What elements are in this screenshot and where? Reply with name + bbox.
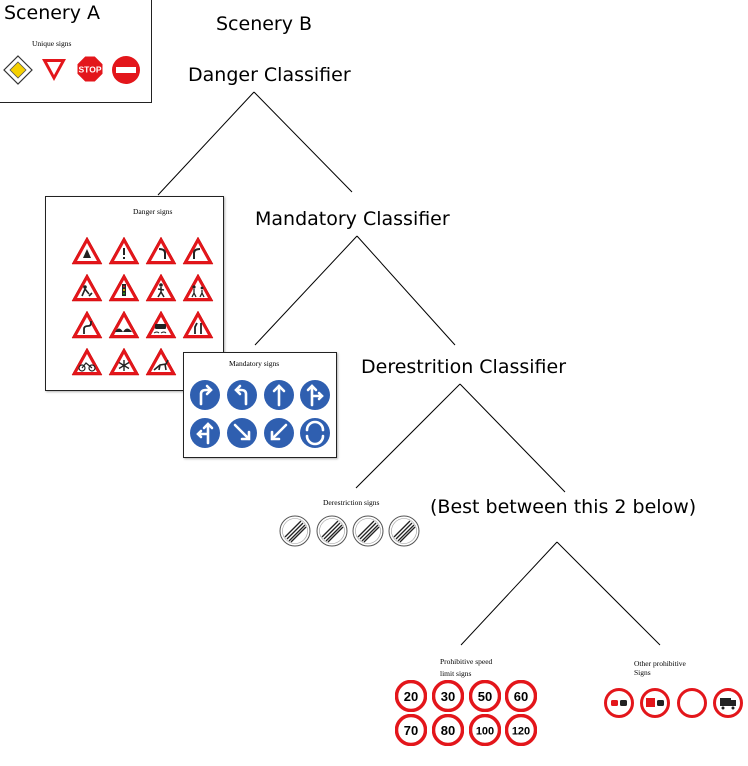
edge-danger-left [157, 91, 255, 196]
derestriction-classifier-label: Derestrition Classifier [361, 356, 567, 378]
danger-signs-grid [71, 236, 214, 376]
edge-derestriction-right [459, 383, 566, 493]
keep-left-icon [270, 423, 288, 441]
no-overtaking-icon [604, 688, 634, 718]
mandatory-classifier-label: Mandatory Classifier [255, 208, 450, 230]
snow-ice-icon [108, 347, 140, 376]
traffic-lights-icon [108, 273, 140, 302]
edge-derestriction-left [355, 383, 461, 489]
wild-animals-icon [145, 347, 177, 376]
stop-text: STOP [79, 65, 102, 75]
svg-text:60: 60 [514, 689, 528, 704]
ahead-only-icon [272, 384, 286, 407]
curve-left-icon [145, 236, 177, 265]
mandatory-signs-caption: Mandatory signs [229, 359, 280, 368]
general-danger-icon [108, 236, 140, 265]
svg-text:20: 20 [404, 689, 418, 704]
edge-best-right [556, 541, 661, 646]
edge-danger-right [253, 91, 353, 193]
speed-30-icon: 30 [432, 680, 464, 712]
end-of-restriction-icon-4 [388, 515, 420, 547]
svg-text:70: 70 [404, 723, 418, 738]
svg-text:120: 120 [512, 726, 530, 738]
yield-icon [42, 59, 66, 81]
danger-classifier-label: Danger Classifier [188, 64, 351, 86]
derestriction-signs-row [279, 515, 420, 547]
speed-70-icon: 70 [395, 714, 427, 746]
no-overtaking-trucks-icon [640, 688, 670, 718]
scenery-a-title: Scenery A [4, 2, 101, 24]
best-between-label: (Best between this 2 below) [430, 496, 697, 518]
speed-limit-caption-line1: Prohibitive speed [440, 657, 493, 666]
mandatory-signs-panel: Mandatory signs [183, 352, 337, 458]
edge-best-left [460, 541, 558, 646]
turn-left-icon [234, 384, 248, 406]
double-curve-icon [71, 310, 103, 339]
mandatory-signs-grid [190, 380, 330, 448]
speed-60-icon: 60 [505, 680, 537, 712]
danger-signs-caption: Danger signs [133, 207, 173, 216]
keep-right-icon [233, 423, 251, 441]
no-vehicles-icon [677, 688, 707, 718]
curve-right-icon [182, 236, 214, 265]
speed-20-icon: 20 [395, 680, 427, 712]
road-narrows-icon [182, 310, 214, 339]
svg-text:80: 80 [441, 723, 455, 738]
end-of-restriction-icon-2 [316, 515, 348, 547]
edge-mandatory-left [254, 235, 358, 346]
svg-text:100: 100 [476, 726, 494, 738]
scenery-a-panel: Scenery A Unique signs STOP [0, 0, 152, 103]
speed-limit-signs-grid: 20 30 50 60 70 80 100 120 [395, 680, 540, 746]
other-prohibitive-caption-line2: Signs [634, 668, 651, 677]
road-works-icon [71, 273, 103, 302]
bumpy-road-icon [108, 310, 140, 339]
end-of-restriction-icon-1 [279, 515, 311, 547]
svg-text:50: 50 [478, 689, 492, 704]
no-trucks-icon [713, 688, 743, 718]
end-of-restriction-icon-3 [352, 515, 384, 547]
turn-right-icon [199, 384, 213, 406]
stop-sign-icon: STOP [76, 55, 104, 83]
cyclists-icon [71, 347, 103, 376]
speed-120-icon: 120 [505, 714, 537, 746]
ahead-or-right-icon [306, 384, 324, 407]
falling-rocks-icon [71, 236, 103, 265]
priority-road-icon [3, 55, 33, 85]
slippery-road-icon [145, 310, 177, 339]
children-icon [182, 273, 214, 302]
roundabout-icon [305, 420, 325, 446]
speed-50-icon: 50 [469, 680, 501, 712]
no-entry-icon [112, 56, 140, 84]
speed-80-icon: 80 [432, 714, 464, 746]
svg-text:30: 30 [441, 689, 455, 704]
unique-signs-caption: Unique signs [32, 39, 72, 48]
ahead-or-left-icon [196, 422, 214, 445]
pedestrian-icon [145, 273, 177, 302]
other-prohibitive-caption-line1: Other prohibitive [634, 659, 686, 668]
derestriction-signs-caption: Derestriction signs [323, 498, 380, 507]
speed-limit-caption-line2: limit signs [440, 669, 472, 678]
scenery-b-title: Scenery B [216, 13, 313, 35]
edge-mandatory-right [356, 235, 456, 346]
other-prohibitive-signs-row [604, 688, 743, 718]
speed-100-icon: 100 [469, 714, 501, 746]
